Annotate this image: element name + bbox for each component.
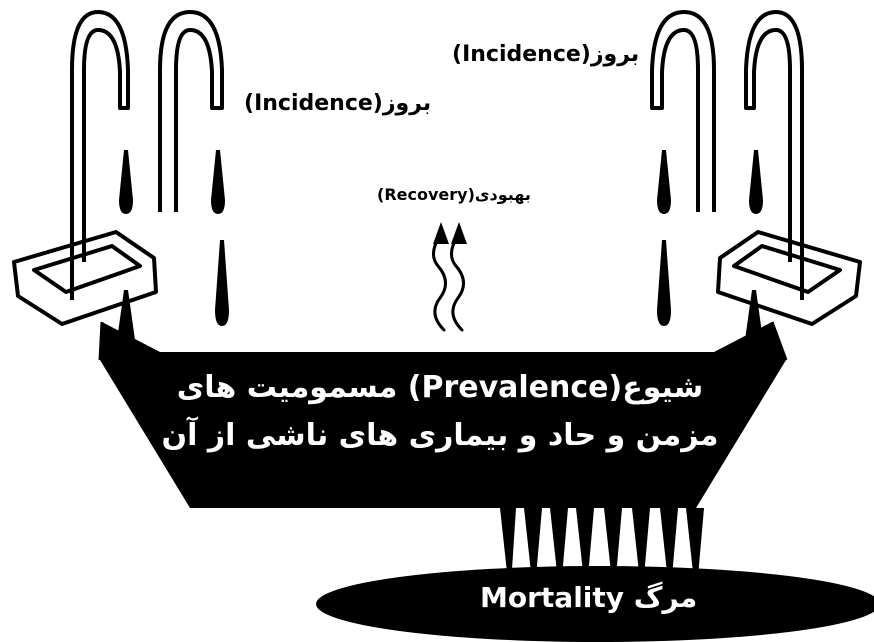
water-drop-icon — [749, 150, 763, 214]
water-drop-icon — [119, 150, 133, 214]
recovery-label: بهبودی(Recovery) — [377, 187, 531, 203]
water-drop-icon — [211, 150, 225, 214]
water-drop-icon — [215, 240, 229, 326]
left-faucet-icon — [14, 12, 222, 324]
incidence-label-left: بروز(Incidence) — [244, 93, 431, 115]
prevalence-text: شیوع(Prevalence) مسمومیت های مزمن و حاد … — [130, 364, 750, 460]
mortality-label: مرگ Mortality — [480, 584, 697, 612]
arrow-heads — [433, 222, 467, 244]
wavy-up-arrow-icon — [433, 236, 463, 330]
water-drops — [117, 150, 763, 340]
prevalence-line-2: مزمن و حاد و بیماری های ناشی از آن — [130, 412, 750, 460]
incidence-label-right: بروز(Incidence) — [452, 44, 639, 66]
water-drop-icon — [657, 150, 671, 214]
water-drop-icon — [657, 240, 671, 326]
prevalence-line-1: شیوع(Prevalence) مسمومیت های — [130, 364, 750, 412]
